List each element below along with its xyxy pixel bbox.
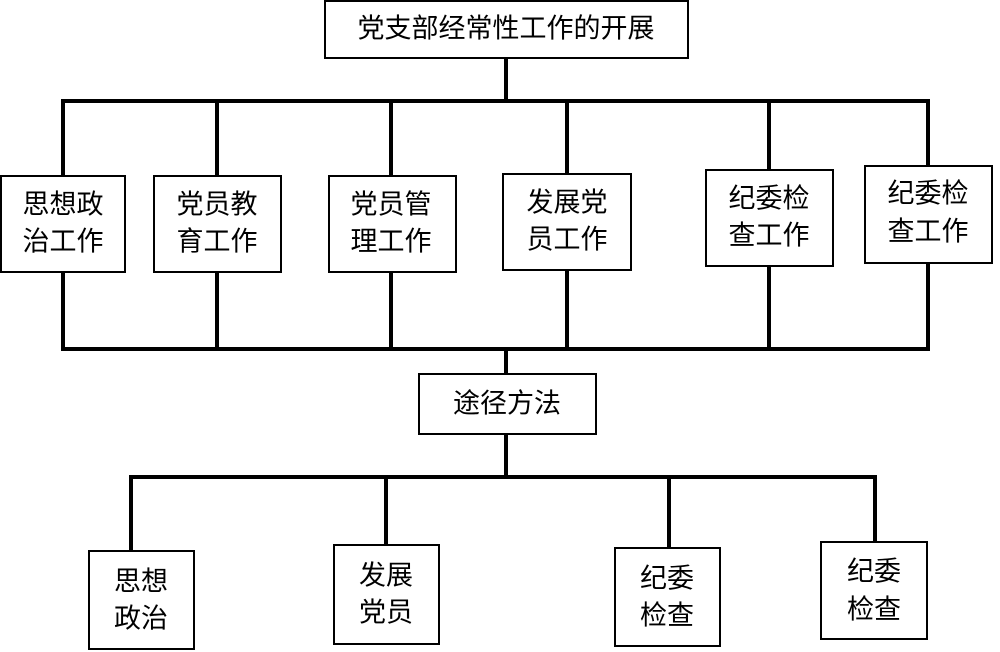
connector-lines <box>61 56 930 553</box>
node-row1-5: 纪委检 查工作 <box>705 169 834 267</box>
node-row2-3: 纪委 检查 <box>614 547 721 647</box>
node-label-line1: 思想 <box>114 567 168 598</box>
node-row1-2: 党员教 育工作 <box>153 175 282 273</box>
node-label-line1: 党员管 <box>351 190 432 221</box>
node-label-line1: 纪委 <box>847 557 901 588</box>
node-label-line2: 检查 <box>847 595 901 626</box>
node-label-line1: 党员教 <box>177 190 258 221</box>
node-label-line2: 治工作 <box>23 227 104 258</box>
node-label-line2: 育工作 <box>177 227 258 258</box>
node-label-line2: 查工作 <box>729 221 810 252</box>
node-row2-1: 思想 政治 <box>88 550 195 650</box>
method-label: 途径方法 <box>453 389 561 420</box>
node-row2-4: 纪委 检查 <box>820 541 928 640</box>
node-label-line2: 检查 <box>640 601 694 632</box>
node-row1-3: 党员管 理工作 <box>328 175 457 273</box>
node-label-line1: 纪委检 <box>888 179 969 210</box>
node-label-line2: 党员 <box>359 598 413 629</box>
node-label-line2: 理工作 <box>351 227 432 258</box>
node-row1-4: 发展党 员工作 <box>502 173 632 271</box>
node-row1-6: 纪委检 查工作 <box>864 165 993 264</box>
node-label-line1: 发展 <box>359 561 413 592</box>
node-label-line1: 纪委检 <box>729 184 810 215</box>
node-label-line1: 发展党 <box>527 188 608 219</box>
node-label-line2: 查工作 <box>888 217 969 248</box>
method-node: 途径方法 <box>418 373 597 435</box>
node-label-line2: 政治 <box>114 604 168 635</box>
title-label: 党支部经常性工作的开展 <box>358 14 655 45</box>
node-label-line1: 纪委 <box>640 564 694 595</box>
node-label-line1: 思想政 <box>23 190 104 221</box>
node-label-line2: 员工作 <box>527 225 608 256</box>
node-row2-2: 发展 党员 <box>333 544 440 645</box>
title-node: 党支部经常性工作的开展 <box>324 0 689 59</box>
node-row1-1: 思想政 治工作 <box>0 175 126 273</box>
